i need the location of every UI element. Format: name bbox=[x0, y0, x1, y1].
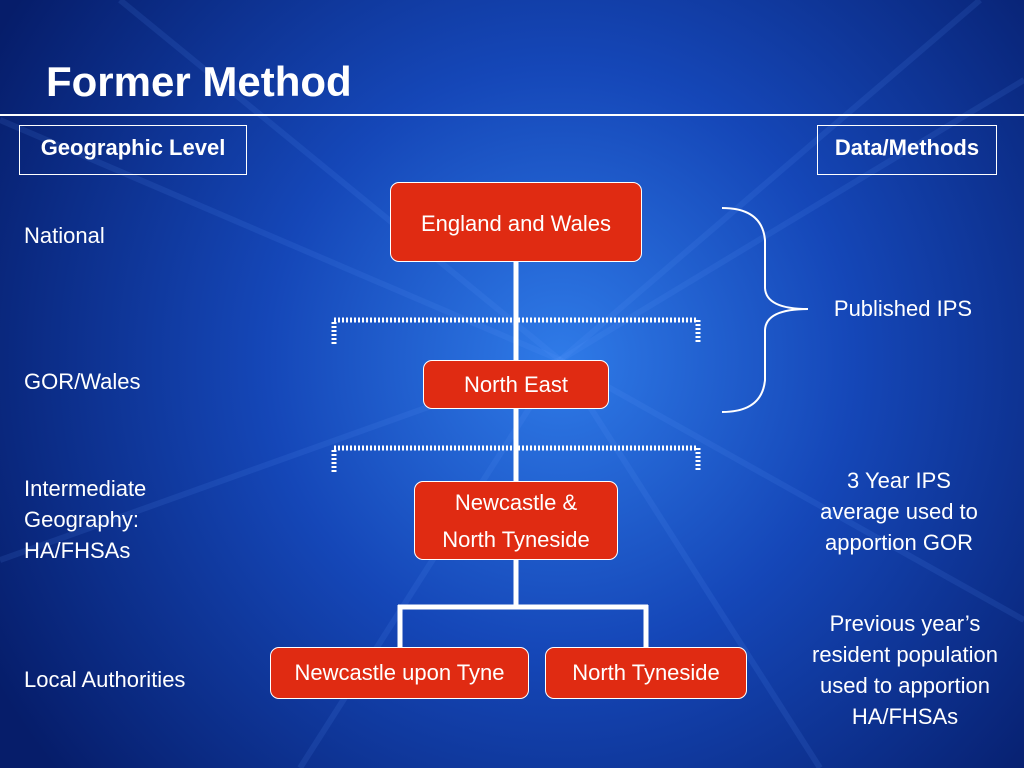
level-gor-wales: GOR/Wales bbox=[24, 369, 141, 394]
method-three-year-line-2: average used to bbox=[820, 499, 978, 524]
node-newcastle-north-tyneside: Newcastle & North Tyneside bbox=[414, 481, 618, 560]
node-newcastle-upon-tyne-label: Newcastle upon Tyne bbox=[294, 660, 505, 685]
level-national: National bbox=[24, 223, 105, 248]
node-north-east-label: North East bbox=[464, 371, 568, 397]
method-three-year-line-1: 3 Year IPS bbox=[847, 468, 951, 493]
method-previous-year-line-2: resident population bbox=[812, 642, 998, 667]
geographic-level-header: Geographic Level bbox=[19, 125, 247, 175]
method-three-year-ips: 3 Year IPS average used to apportion GOR bbox=[792, 465, 1006, 558]
level-intermediate: Intermediate Geography: HA/FHSAs bbox=[24, 473, 146, 566]
curly-brace bbox=[721, 207, 809, 413]
node-newcastle-north-tyneside-line-2: North Tyneside bbox=[442, 526, 590, 552]
method-previous-year-line-4: HA/FHSAs bbox=[851, 704, 959, 729]
level-intermediate-line-3: HA/FHSAs bbox=[24, 538, 131, 563]
dotted-bracket-lower bbox=[331, 445, 701, 472]
node-north-east: North East bbox=[423, 360, 609, 409]
method-previous-year-line-1: Previous year’s bbox=[829, 611, 981, 636]
level-intermediate-line-2: Geography: bbox=[24, 507, 139, 532]
node-newcastle-upon-tyne: Newcastle upon Tyne bbox=[270, 647, 529, 699]
method-previous-year-line-3: used to apportion bbox=[819, 673, 991, 698]
title-divider bbox=[0, 114, 1024, 116]
level-local-authorities: Local Authorities bbox=[24, 667, 186, 692]
node-england-and-wales: England and Wales bbox=[390, 182, 642, 262]
node-newcastle-north-tyneside-line-1: Newcastle & bbox=[454, 489, 578, 515]
level-intermediate-line-1: Intermediate bbox=[24, 476, 147, 501]
node-england-and-wales-label: England and Wales bbox=[421, 211, 611, 236]
data-methods-header: Data/Methods bbox=[817, 125, 997, 175]
slide-title: Former Method bbox=[46, 58, 352, 105]
method-published-ips: Published IPS bbox=[833, 296, 973, 321]
dotted-bracket-upper bbox=[331, 317, 701, 344]
node-north-tyneside-label: North Tyneside bbox=[572, 660, 720, 685]
node-north-tyneside: North Tyneside bbox=[545, 647, 747, 699]
method-three-year-line-3: apportion GOR bbox=[825, 530, 973, 555]
method-previous-year: Previous year’s resident population used… bbox=[788, 608, 1022, 732]
